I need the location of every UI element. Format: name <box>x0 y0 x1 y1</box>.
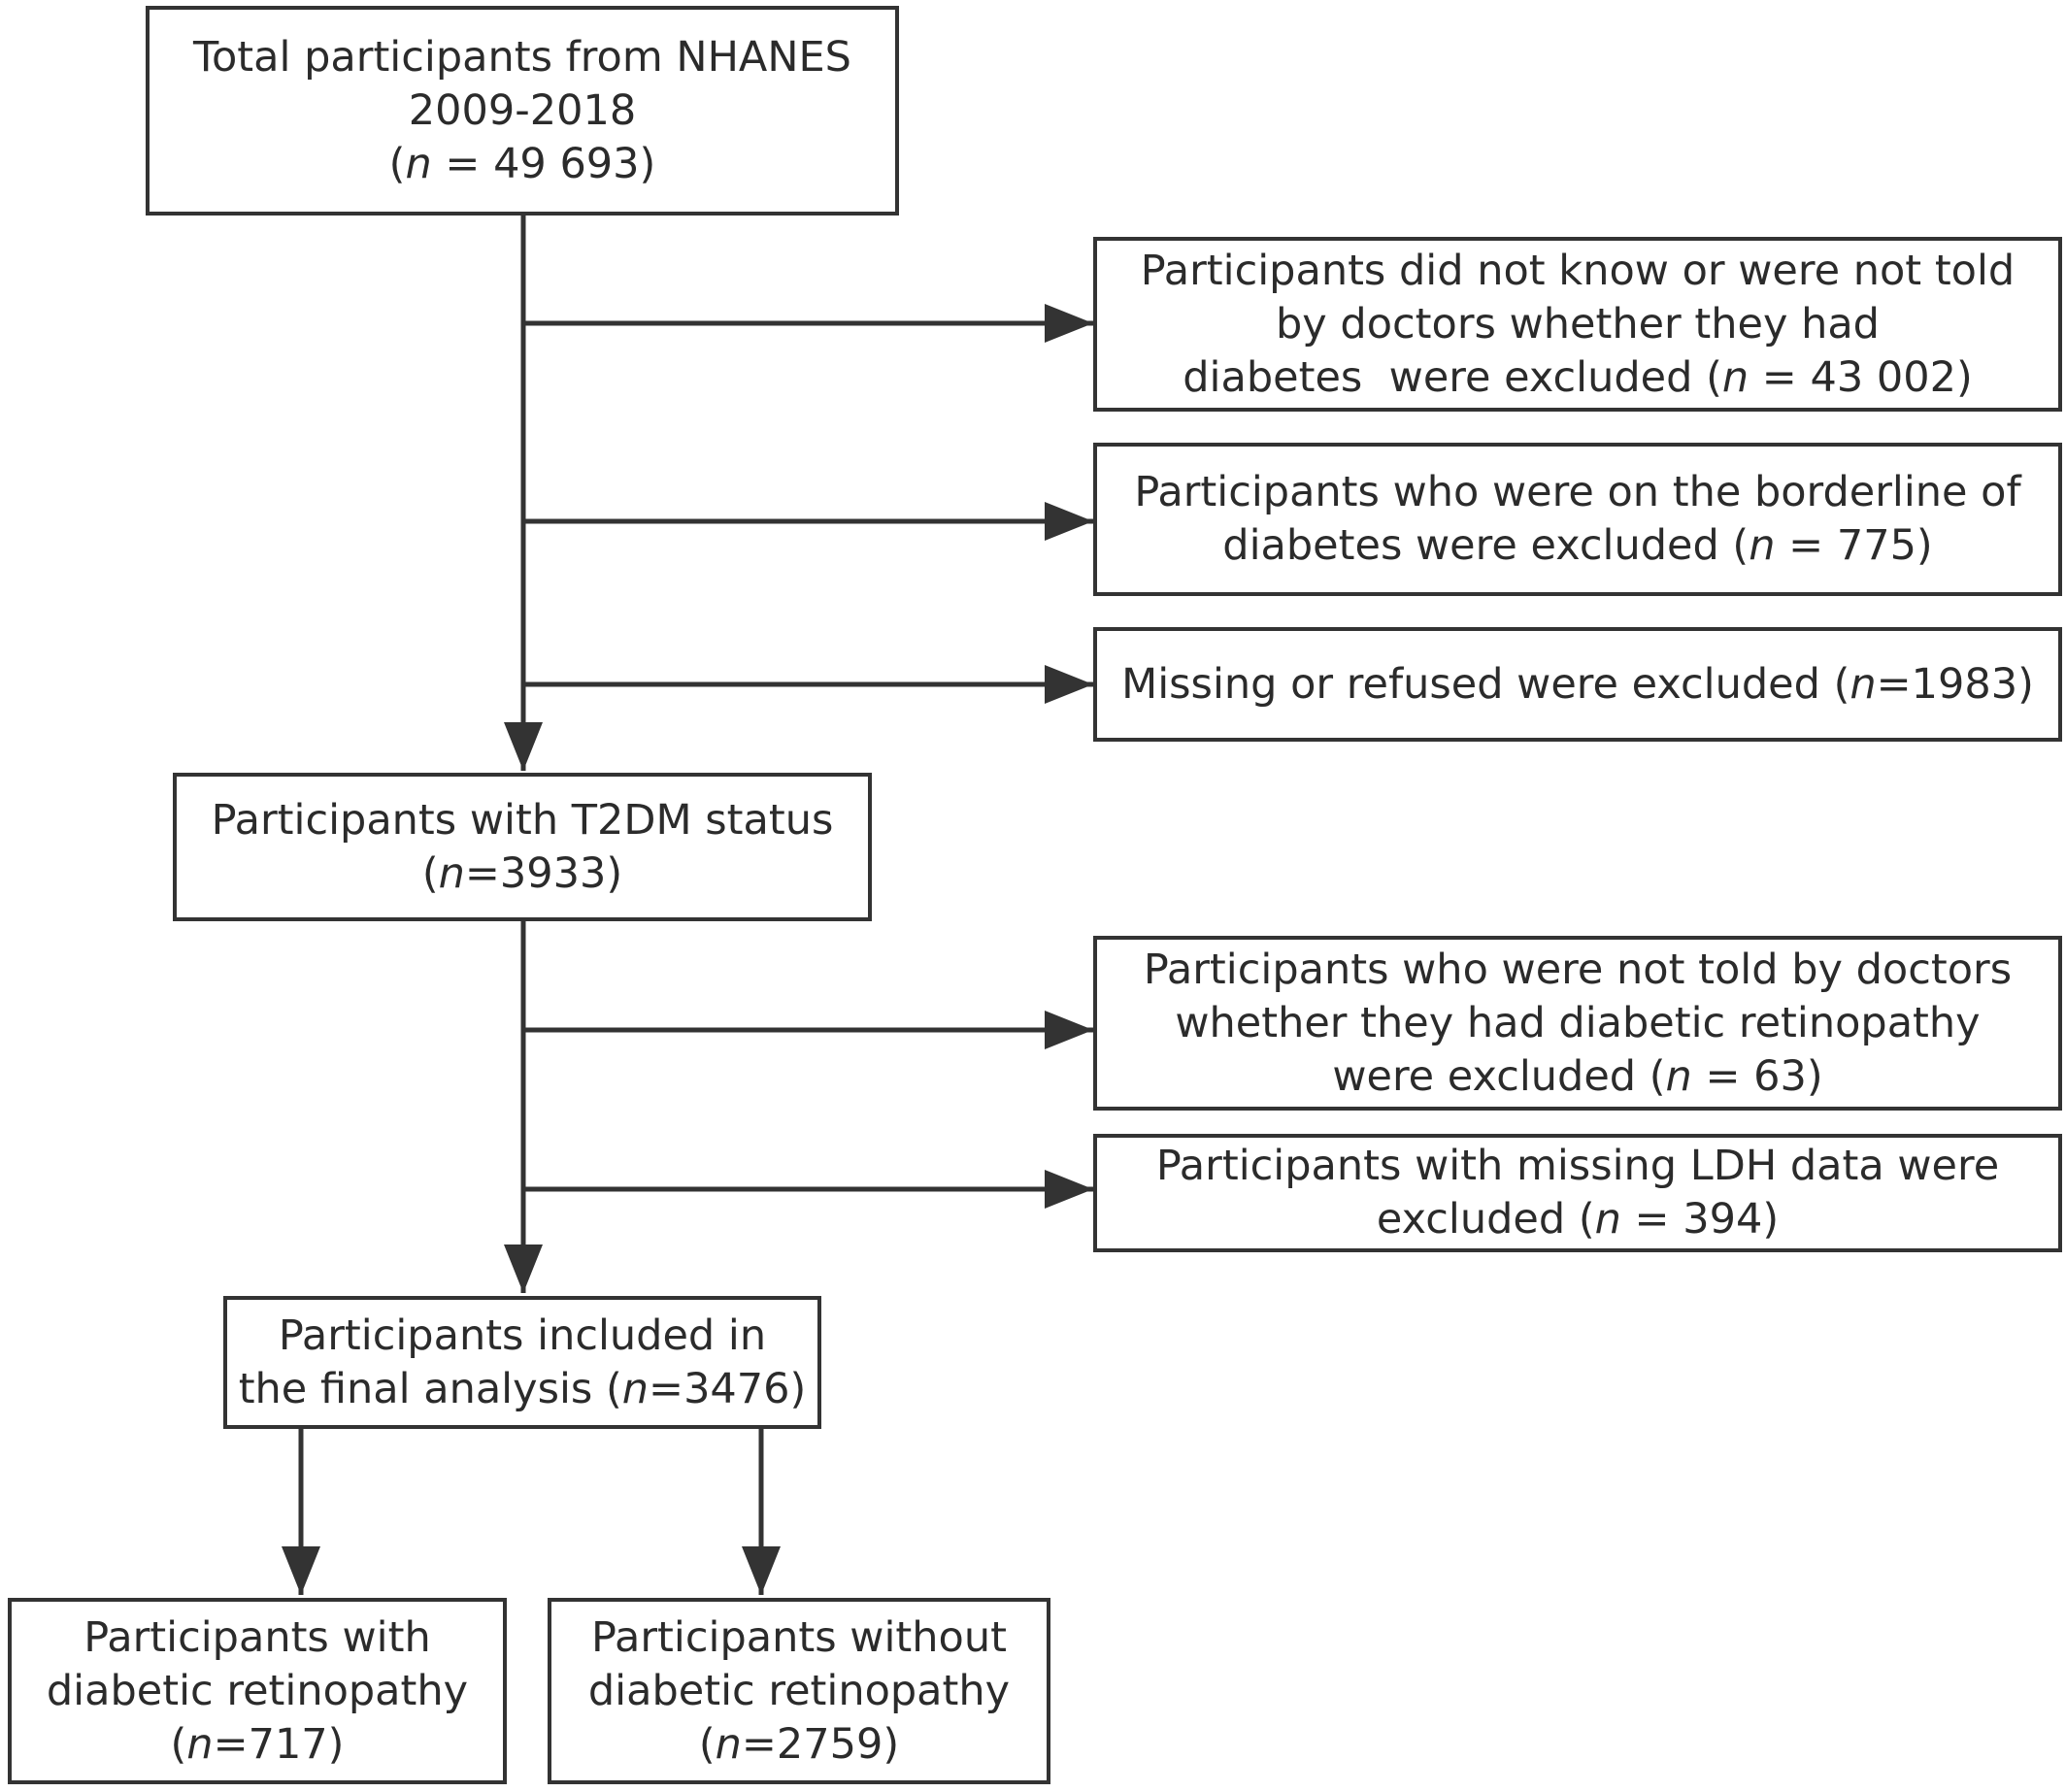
excl-dr-line-2: whether they had diabetic retinopathy <box>1175 998 1981 1047</box>
excl-dr-count: were excluded (n = 63) <box>1332 1051 1823 1101</box>
box-without-diabetic-retinopathy: Participants without diabetic retinopath… <box>548 1598 1050 1784</box>
box-total-participants: Total participants from NHANES 2009-2018… <box>146 6 899 216</box>
final-count: the final analysis (n=3476) <box>238 1364 807 1413</box>
t2dm-count: (n=3933) <box>421 848 623 898</box>
with-dr-line-2: diabetic retinopathy <box>46 1666 469 1715</box>
box-excluded-missing-ldh: Participants with missing LDH data were … <box>1093 1134 2062 1252</box>
excl-borderline-line-1: Participants who were on the borderline … <box>1134 468 2021 516</box>
box-excluded-unknown-diabetes: Participants did not know or were not to… <box>1093 237 2062 412</box>
box-with-diabetic-retinopathy: Participants with diabetic retinopathy (… <box>8 1598 507 1784</box>
t2dm-line-1: Participants with T2DM status <box>211 795 834 845</box>
box-excluded-borderline: Participants who were on the borderline … <box>1093 443 2062 596</box>
box-excluded-dr-untold: Participants who were not told by doctor… <box>1093 936 2062 1111</box>
total-count: (n = 49 693) <box>388 139 656 188</box>
excl-ldh-count: excluded (n = 394) <box>1376 1195 1780 1244</box>
excl-unknown-count: diabetes were excluded (n = 43 002) <box>1183 352 1973 402</box>
excl-missing-count: Missing or refused were excluded (n=1983… <box>1121 659 2034 709</box>
box-t2dm-status: Participants with T2DM status (n=3933) <box>173 773 872 921</box>
without-dr-line-1: Participants without <box>591 1612 1007 1662</box>
excl-dr-line-1: Participants who were not told by doctor… <box>1143 945 2013 994</box>
with-dr-line-1: Participants with <box>83 1612 431 1662</box>
excl-unknown-line-1: Participants did not know or were not to… <box>1140 246 2016 295</box>
without-dr-count: (n=2759) <box>698 1719 900 1769</box>
excl-ldh-line-1: Participants with missing LDH data were <box>1155 1142 2000 1190</box>
box-excluded-missing: Missing or refused were excluded (n=1983… <box>1093 627 2062 742</box>
with-dr-count: (n=717) <box>170 1719 345 1769</box>
excl-borderline-count: diabetes were excluded (n = 775) <box>1222 521 1933 570</box>
without-dr-line-2: diabetic retinopathy <box>587 1666 1011 1715</box>
excl-unknown-line-2: by doctors whether they had <box>1276 299 1880 348</box>
total-line-2: 2009-2018 <box>408 85 637 135</box>
box-final-analysis: Participants included in the final analy… <box>223 1296 821 1429</box>
final-line-1: Participants included in <box>278 1311 767 1360</box>
total-line-1: Total participants from NHANES <box>193 32 851 82</box>
